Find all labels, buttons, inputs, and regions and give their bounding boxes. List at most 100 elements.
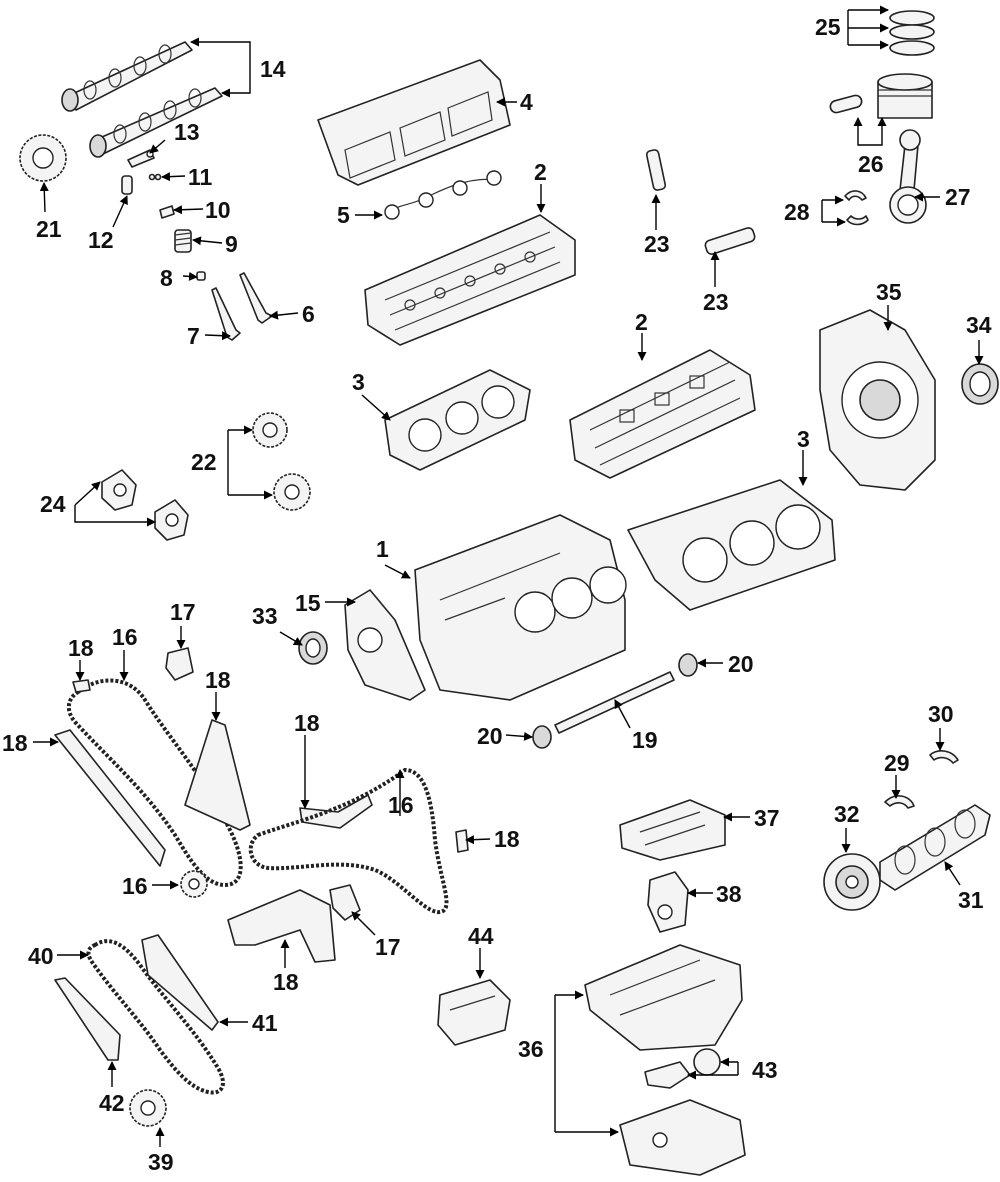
oil-pan-baffle[interactable]: [619, 799, 726, 861]
timing-reluctor-upper[interactable]: [101, 469, 137, 511]
piston[interactable]: [877, 73, 933, 119]
camshaft-upper[interactable]: [61, 41, 193, 112]
chain-guide-clip[interactable]: [72, 679, 91, 693]
oil-pump[interactable]: [647, 871, 689, 933]
engine-control-module[interactable]: [437, 979, 511, 1046]
valve-keeper[interactable]: [148, 173, 162, 181]
oil-pump-chain-tensioner[interactable]: [141, 934, 219, 1031]
callout-18-left-guide: 18: [2, 730, 28, 756]
callout-1: 1: [376, 536, 389, 562]
callout-15: 15: [295, 590, 321, 616]
callout-18-clip: 18: [68, 635, 94, 661]
callout-11: 11: [188, 164, 213, 190]
callout-2-upper: 2: [534, 159, 547, 185]
engine-block[interactable]: [414, 514, 627, 701]
oil-pump-chain[interactable]: [86, 939, 225, 1095]
chain-guide-tensioner[interactable]: [184, 719, 251, 831]
valve-spring[interactable]: [174, 229, 192, 253]
chain-guide-left[interactable]: [54, 729, 166, 867]
front-crank-seal[interactable]: [298, 631, 328, 665]
rod-bearings[interactable]: [844, 190, 869, 226]
oil-pump-chain-guide[interactable]: [54, 977, 121, 1061]
cylinder-head-lower[interactable]: [569, 349, 756, 479]
callout-30: 30: [928, 701, 954, 727]
oil-control-valve[interactable]: [704, 227, 756, 256]
chain-guide-upper[interactable]: [299, 794, 373, 829]
rear-main-seal[interactable]: [961, 363, 999, 405]
callout-44: 44: [468, 923, 494, 949]
chain-tensioner-upper[interactable]: [165, 647, 194, 681]
oil-pickup-tube[interactable]: [644, 1061, 691, 1089]
timing-chain-secondary[interactable]: [248, 767, 449, 914]
valve-cover-gasket[interactable]: [384, 170, 502, 220]
callout-39: 39: [148, 1149, 174, 1175]
oil-filter-cap[interactable]: [693, 1048, 721, 1076]
timing-reluctor-lower[interactable]: [154, 499, 189, 541]
head-gasket-left[interactable]: [384, 369, 531, 471]
chain-guide-bracket[interactable]: [227, 889, 336, 963]
callout-5: 5: [337, 202, 350, 228]
rocker-arm[interactable]: [127, 149, 155, 168]
callout-6: 6: [302, 301, 315, 327]
callout-25: 25: [815, 14, 841, 40]
crankshaft-sprocket[interactable]: [180, 870, 208, 898]
callout-24: 24: [40, 491, 66, 517]
callout-21: 21: [36, 216, 62, 242]
balance-shaft-bearing-rear[interactable]: [678, 653, 698, 677]
cam-phaser-lower[interactable]: [273, 473, 311, 511]
crankshaft-damper[interactable]: [823, 853, 881, 911]
front-cover[interactable]: [344, 589, 426, 701]
lash-adjuster[interactable]: [121, 175, 133, 195]
balance-shaft-bearing-front[interactable]: [532, 725, 552, 749]
valve-cover[interactable]: [317, 59, 511, 186]
callout-40: 40: [28, 943, 54, 969]
callout-17-upper: 17: [170, 599, 196, 625]
callout-20-rear: 20: [728, 651, 754, 677]
connecting-rod[interactable]: [889, 129, 927, 224]
callout-32: 32: [834, 801, 860, 827]
cam-phaser-upper[interactable]: [252, 412, 288, 448]
piston-pin[interactable]: [829, 94, 863, 114]
callout-2-lower: 2: [635, 309, 648, 335]
balance-shaft[interactable]: [554, 671, 675, 734]
callout-33: 33: [252, 603, 278, 629]
callout-14: 14: [260, 56, 286, 82]
cylinder-head-upper[interactable]: [364, 214, 576, 346]
timing-chain-primary[interactable]: [66, 678, 243, 888]
callout-18-small: 18: [494, 826, 520, 852]
intake-valve[interactable]: [211, 287, 241, 341]
leader-lines: [33, 5, 984, 1147]
callout-20-front: 20: [477, 723, 503, 749]
valve-seal[interactable]: [196, 271, 206, 281]
crankshaft[interactable]: [879, 804, 991, 891]
callout-16-right: 16: [388, 792, 414, 818]
piston-rings[interactable]: [889, 10, 935, 56]
callout-12: 12: [88, 227, 114, 253]
callout-19: 19: [632, 727, 658, 753]
oil-pan-lower[interactable]: [619, 1099, 746, 1176]
callout-42: 42: [99, 1090, 125, 1116]
callout-7: 7: [187, 323, 200, 349]
callout-3-right: 3: [797, 426, 810, 452]
callout-26: 26: [858, 151, 884, 177]
valve-spring-retainer[interactable]: [159, 205, 175, 219]
oil-pump-sprocket[interactable]: [129, 1089, 167, 1127]
callout-31: 31: [958, 887, 984, 913]
oil-pan-upper[interactable]: [584, 944, 743, 1051]
main-bearing-upper[interactable]: [884, 795, 915, 809]
fuel-injector[interactable]: [645, 149, 667, 191]
thrust-bearing[interactable]: [929, 750, 959, 764]
callout-17-lower: 17: [375, 934, 401, 960]
callout-23-upper: 23: [644, 231, 670, 257]
head-gasket-right[interactable]: [627, 479, 836, 611]
callout-34: 34: [966, 312, 992, 338]
callout-18-upper-guide: 18: [294, 710, 320, 736]
engine-rear-cover[interactable]: [819, 309, 936, 491]
exhaust-valve[interactable]: [239, 272, 273, 324]
camshaft-lower[interactable]: [89, 87, 223, 158]
callout-29: 29: [884, 750, 910, 776]
chain-guide-small[interactable]: [455, 829, 469, 853]
camshaft-sprocket[interactable]: [19, 134, 67, 182]
callout-37: 37: [754, 805, 780, 831]
